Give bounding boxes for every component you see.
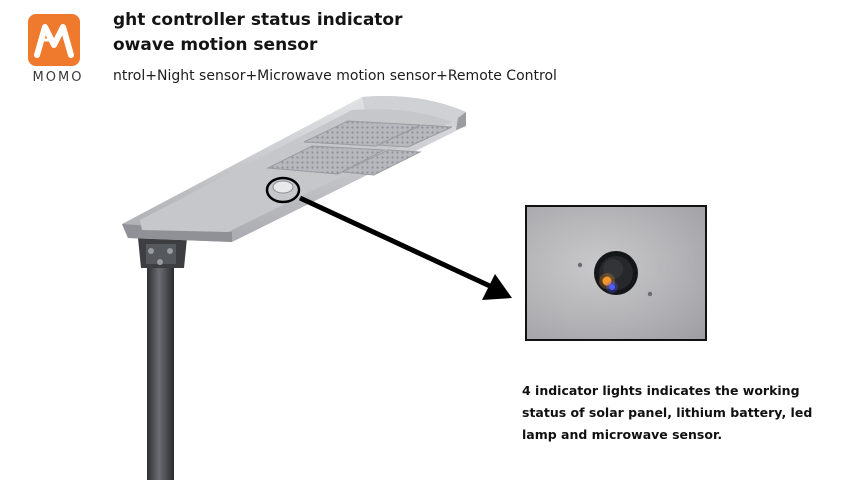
- indicator-caption: 4 indicator lights indicates the working…: [522, 383, 813, 442]
- indicator-closeup-image: [577, 251, 653, 297]
- mount-bracket: [138, 238, 187, 268]
- title-line-1: ght controller status indicator: [113, 10, 403, 30]
- brand-logo: MOMO: [0, 0, 110, 102]
- pole: [147, 262, 174, 480]
- pointer-arrow-line: [298, 195, 494, 290]
- feature-subtitle: ntrol+Night sensor+Microwave motion sens…: [113, 68, 557, 84]
- led-modules: [266, 120, 453, 176]
- logo-mark-icon: [28, 14, 80, 66]
- title-line-2: owave motion sensor: [113, 35, 318, 55]
- sensor-dome: [272, 180, 294, 194]
- highlight-circle: [265, 176, 301, 204]
- blue-indicator-light: [609, 284, 615, 290]
- logo-text: MOMO: [32, 70, 84, 85]
- pointer-arrow-head: [482, 274, 512, 300]
- sensor-closeup-inset: [525, 205, 707, 341]
- orange-indicator-light: [602, 276, 612, 286]
